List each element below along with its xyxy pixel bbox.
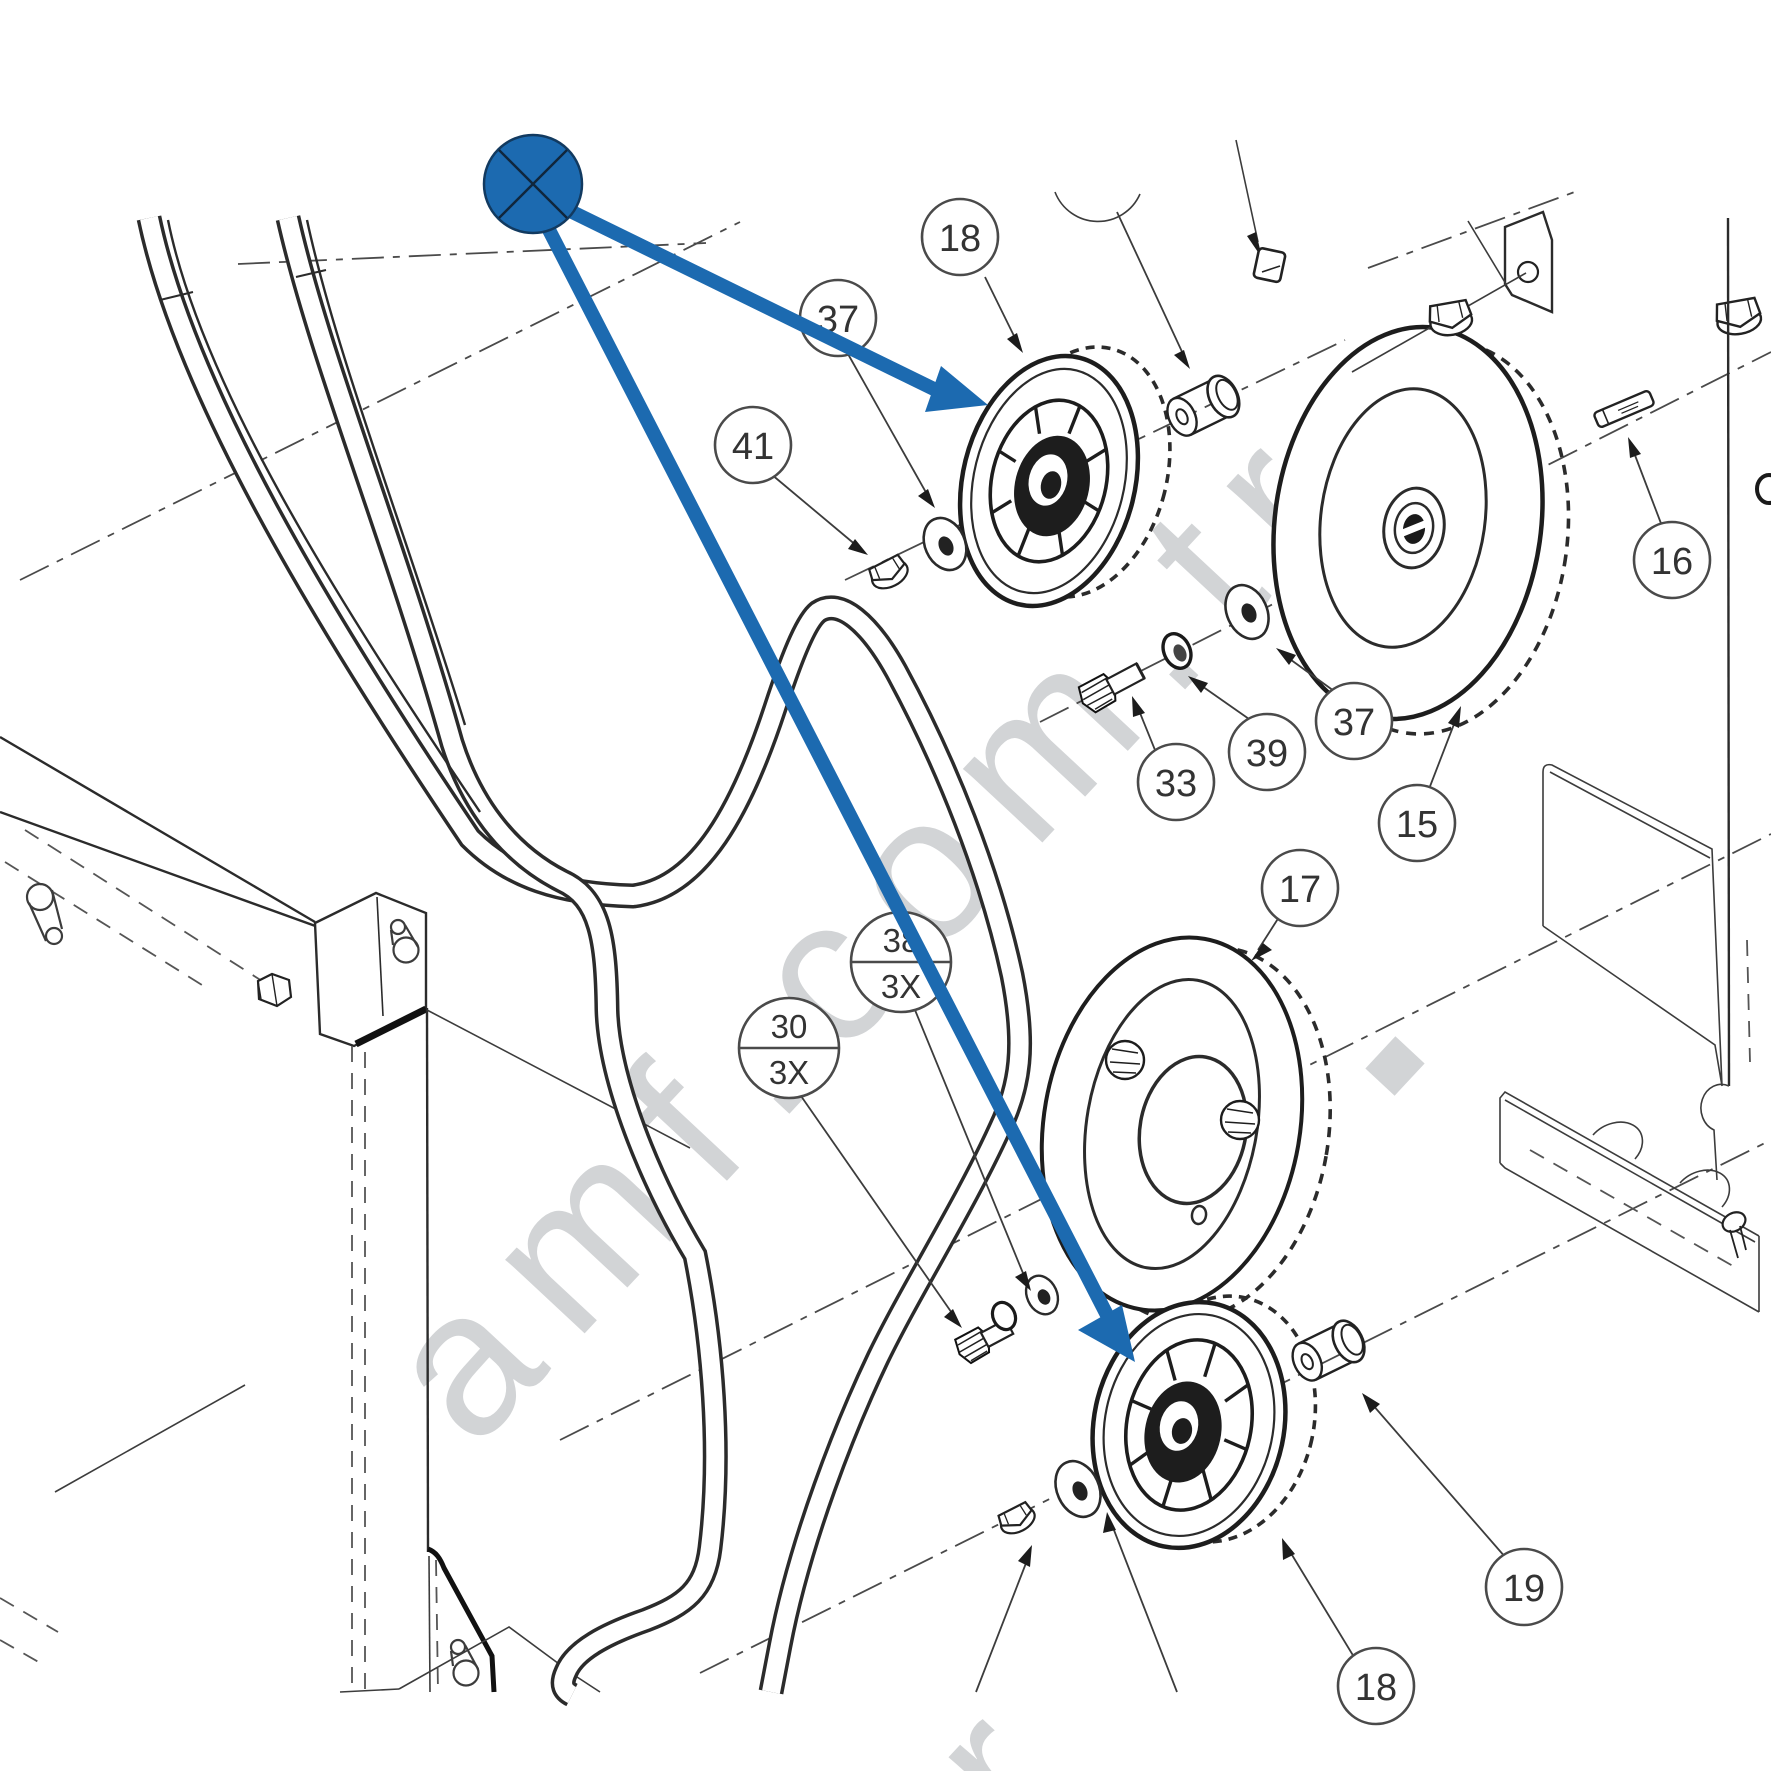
svg-text:30: 30 (771, 1008, 808, 1045)
svg-text:41: 41 (732, 426, 774, 468)
svg-text:33: 33 (1155, 763, 1197, 805)
svg-text:19: 19 (1503, 1568, 1545, 1610)
svg-text:15: 15 (1396, 804, 1438, 846)
svg-text:3X: 3X (881, 968, 921, 1005)
svg-text:16: 16 (1651, 541, 1693, 583)
svg-text:3X: 3X (769, 1054, 809, 1091)
svg-text:39: 39 (1246, 733, 1288, 775)
svg-text:37: 37 (1333, 702, 1375, 744)
svg-text:18: 18 (1355, 1667, 1397, 1709)
svg-text:18: 18 (939, 218, 981, 260)
svg-text:17: 17 (1279, 869, 1321, 911)
